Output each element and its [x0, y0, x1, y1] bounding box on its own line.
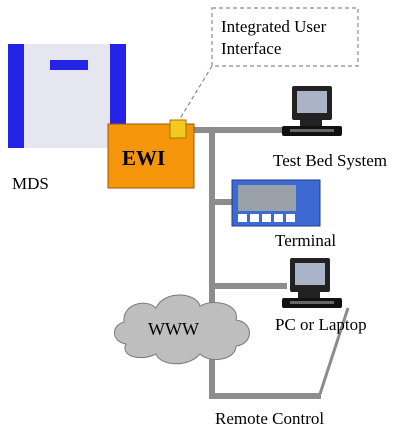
www-label: WWW [148, 319, 199, 339]
ewi-box [107, 119, 195, 189]
pc-computer-icon [282, 258, 342, 308]
test-bed-label: Test Bed System [273, 151, 388, 170]
pc-label: PC or Laptop [275, 315, 367, 334]
www-cloud [114, 294, 250, 365]
terminal-icon [231, 179, 321, 227]
mds-label: MDS [12, 174, 49, 193]
test-bed-computer-icon [282, 86, 342, 136]
pc-remote-link [318, 307, 350, 395]
mds-unit [8, 44, 126, 148]
integrated-ui-callout-box [211, 7, 359, 67]
terminal-label: Terminal [275, 231, 337, 250]
ewi-label: EWI [122, 146, 166, 170]
integrated-ui-label-line2: Interface [221, 39, 282, 58]
integrated-ui-label-line1: Integrated User [221, 17, 327, 36]
callout-leader-line [177, 65, 213, 123]
remote-control-label: Remote Control [215, 409, 325, 428]
